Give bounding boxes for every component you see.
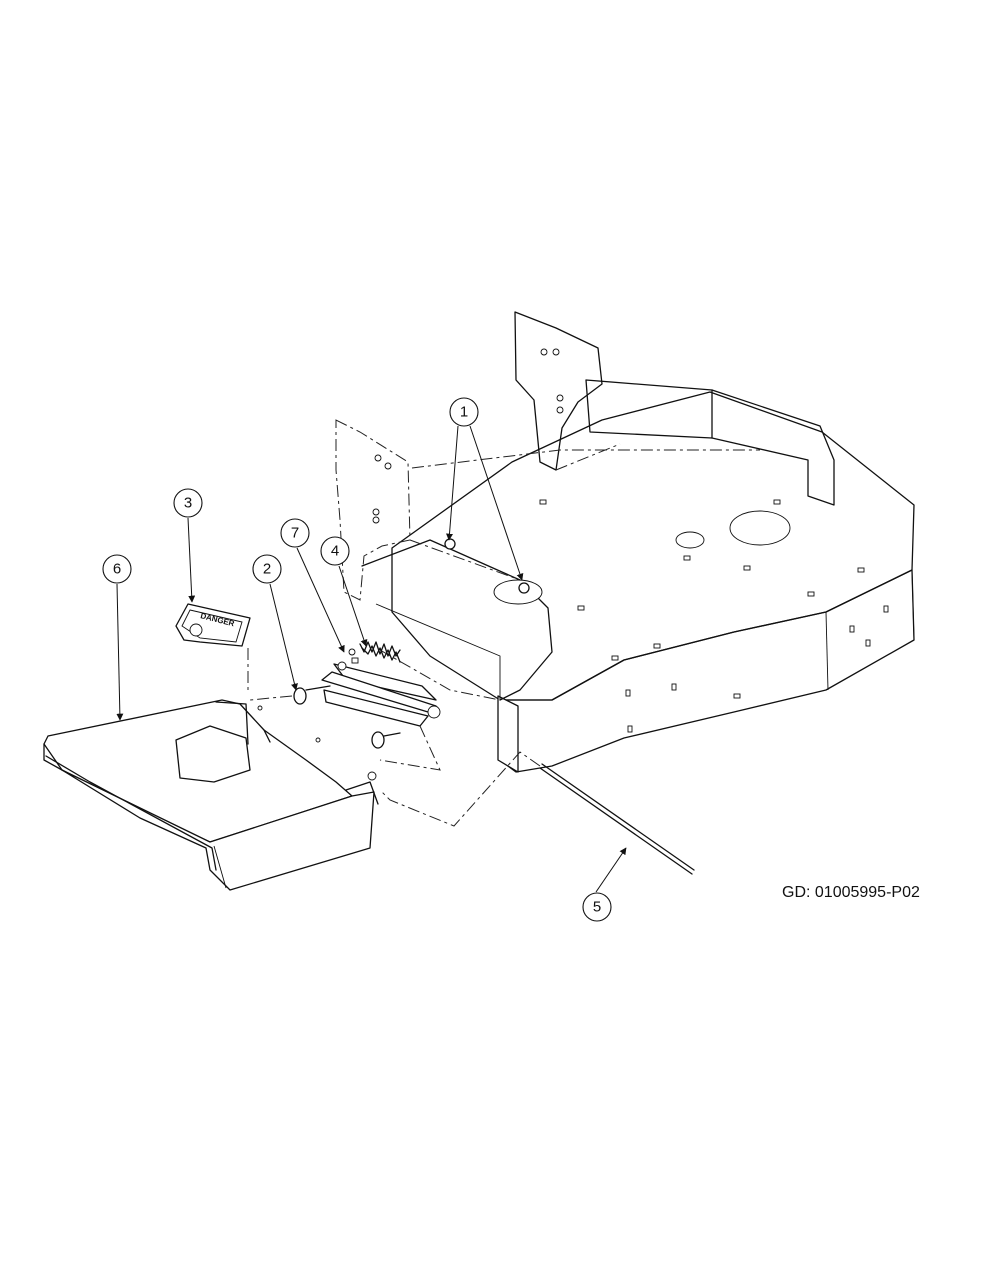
callout-3: 3 (173, 488, 203, 518)
callout-1-number: 1 (460, 404, 468, 421)
pin-part (249, 685, 401, 749)
callout-6-number: 6 (113, 561, 121, 578)
callout-5-number: 5 (593, 899, 601, 916)
mower-deck (335, 311, 915, 773)
callout-4: 4 (320, 536, 350, 566)
callout-7: 7 (280, 518, 310, 548)
callout-2: 2 (252, 554, 282, 584)
drawing-code: GD: 01005995-P02 (782, 884, 920, 901)
discharge-chute-part (43, 699, 379, 891)
rod-part (379, 751, 695, 875)
callout-leaders (116, 425, 627, 893)
hinge-bracket-part (321, 648, 441, 771)
danger-decal-part: DANGER (175, 603, 251, 690)
callout-4-number: 4 (331, 543, 339, 560)
callout-2-number: 2 (263, 561, 271, 578)
callout-6: 6 (102, 554, 132, 584)
callout-3-number: 3 (184, 495, 192, 512)
callout-1: 1 (449, 397, 479, 427)
callout-7-number: 7 (291, 525, 299, 542)
callout-5: 5 (582, 892, 612, 922)
